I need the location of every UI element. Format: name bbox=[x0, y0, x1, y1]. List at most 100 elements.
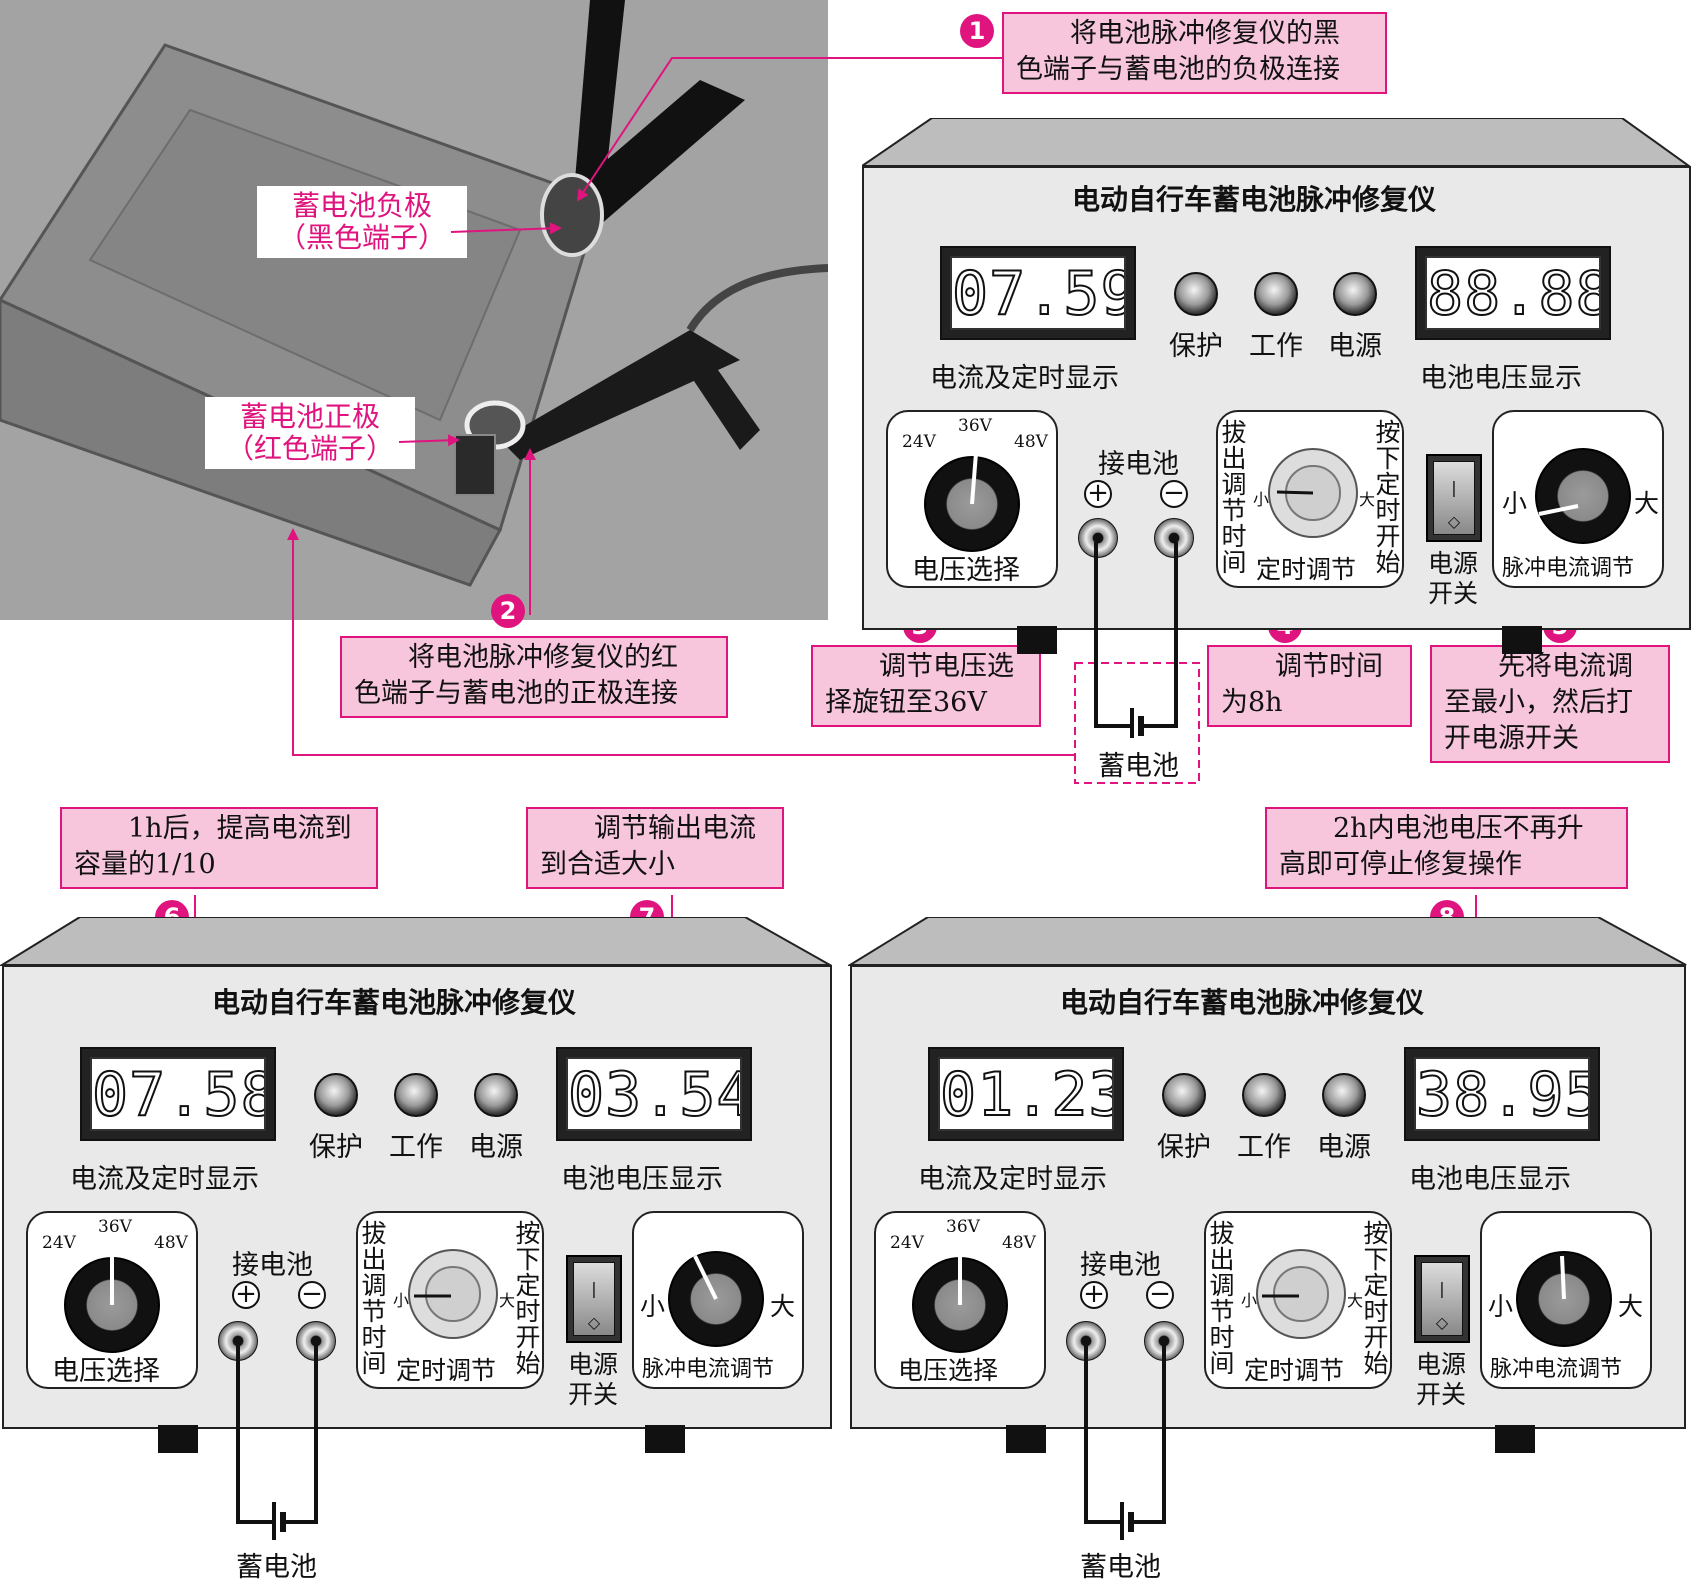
current-display: 07.58 bbox=[80, 1047, 276, 1141]
device-foot bbox=[1502, 626, 1542, 654]
pulse-current-label: 脉冲电流调节 bbox=[1490, 1357, 1623, 1382]
voltage-24v-label: 24V bbox=[42, 1233, 76, 1253]
timer-big-label: 大 bbox=[1359, 490, 1376, 509]
timer-pull-label: 拔出调节时间 bbox=[1209, 1219, 1235, 1378]
positive-terminal-jack[interactable] bbox=[218, 1321, 258, 1361]
current-display-value: 01.23 bbox=[938, 1057, 1114, 1131]
step-7-line1: 调节输出电流 bbox=[594, 813, 756, 844]
protect-lamp-label: 保护 bbox=[1169, 331, 1223, 362]
step-4-callout: 调节时间 为8h bbox=[1207, 645, 1412, 727]
timer-pull-label: 拔出调节时间 bbox=[1221, 418, 1247, 577]
work-lamp bbox=[394, 1073, 438, 1117]
step-5-line3: 开电源开关 bbox=[1444, 723, 1579, 754]
step-5-line2: 至最小，然后打 bbox=[1444, 687, 1633, 718]
device-foot bbox=[158, 1425, 198, 1453]
battery-label: 蓄电池 bbox=[1098, 751, 1179, 782]
negative-symbol: − bbox=[1160, 480, 1188, 508]
step-8-line1: 2h内电池电压不再升 bbox=[1333, 813, 1584, 844]
step-2-callout: 将电池脉冲修复仪的红 色端子与蓄电池的正极连接 bbox=[340, 636, 728, 718]
protect-lamp-label: 保护 bbox=[309, 1132, 363, 1163]
timer-knob[interactable] bbox=[408, 1249, 498, 1339]
current-display-label: 电流及定时显示 bbox=[918, 1164, 1107, 1195]
step-3-line2: 择旋钮至36V bbox=[825, 687, 987, 718]
step-6-line1: 1h后，提高电流到 bbox=[128, 813, 352, 844]
power-switch-label-1: 电源 bbox=[1416, 1350, 1467, 1379]
voltage-select-label: 电压选择 bbox=[52, 1356, 160, 1387]
timer-label: 定时调节 bbox=[1256, 555, 1357, 584]
power-lamp bbox=[474, 1073, 518, 1117]
step-2-line1: 将电池脉冲修复仪的红 bbox=[408, 642, 678, 673]
protect-lamp-label: 保护 bbox=[1157, 1132, 1211, 1163]
timer-knob[interactable] bbox=[1256, 1249, 1346, 1339]
step-4-line2: 为8h bbox=[1221, 687, 1283, 718]
power-switch[interactable]: |◇ bbox=[1414, 1255, 1470, 1343]
pulse-current-knob[interactable] bbox=[1535, 448, 1631, 544]
work-lamp-label: 工作 bbox=[389, 1132, 443, 1163]
battery-label: 蓄电池 bbox=[236, 1552, 317, 1583]
voltage-display-value: 38.95 bbox=[1414, 1057, 1590, 1131]
timer-label: 定时调节 bbox=[396, 1356, 497, 1385]
pulse-big-label: 大 bbox=[770, 1292, 796, 1321]
device-title: 电动自行车蓄电池脉冲修复仪 bbox=[212, 986, 577, 1019]
negative-terminal-label: 蓄电池负极 （黑色端子） bbox=[257, 186, 467, 258]
pulse-repairer-device-1: 电动自行车蓄电池脉冲修复仪 07.59 电流及定时显示 保护 工作 电源 88.… bbox=[862, 118, 1691, 658]
voltage-36v-label: 36V bbox=[946, 1217, 980, 1237]
voltage-select-label: 电压选择 bbox=[898, 1356, 999, 1385]
protect-lamp bbox=[314, 1073, 358, 1117]
work-lamp bbox=[1254, 272, 1298, 316]
pulse-current-panel bbox=[1480, 1211, 1652, 1389]
step-2-badge: 2 bbox=[491, 594, 525, 628]
timer-small-label: 小 bbox=[1241, 1291, 1258, 1310]
step-1-line1: 将电池脉冲修复仪的黑 bbox=[1070, 18, 1340, 49]
battery-wiring-3 bbox=[1084, 1344, 1166, 1540]
pulse-current-label: 脉冲电流调节 bbox=[642, 1357, 775, 1382]
voltage-36v-label: 36V bbox=[98, 1217, 132, 1237]
power-switch[interactable]: |◇ bbox=[1426, 454, 1482, 542]
voltage-display-label: 电池电压显示 bbox=[1420, 363, 1582, 394]
timer-push-label: 按下定时开始 bbox=[1363, 1219, 1389, 1378]
voltage-select-knob[interactable] bbox=[924, 456, 1020, 552]
device-foot bbox=[1017, 626, 1057, 654]
device-foot bbox=[1006, 1425, 1046, 1453]
timer-small-label: 小 bbox=[1253, 490, 1270, 509]
step-7-callout: 调节输出电流 到合适大小 bbox=[526, 807, 784, 889]
voltage-36v-label: 36V bbox=[958, 416, 992, 436]
positive-symbol: + bbox=[1080, 1281, 1108, 1309]
pulse-current-label: 脉冲电流调节 bbox=[1502, 556, 1635, 581]
power-switch-label-2: 开关 bbox=[1416, 1380, 1467, 1409]
step-3-callout: 调节电压选 择旋钮至36V bbox=[811, 645, 1041, 727]
timer-big-label: 大 bbox=[1347, 1291, 1364, 1310]
voltage-display-label: 电池电压显示 bbox=[561, 1164, 723, 1195]
connect-battery-label: 接电池 bbox=[1098, 449, 1179, 480]
connect-battery-label: 接电池 bbox=[1080, 1250, 1161, 1281]
voltage-display-label: 电池电压显示 bbox=[1409, 1164, 1571, 1195]
battery-wiring-2 bbox=[236, 1344, 318, 1540]
connect-battery-label: 接电池 bbox=[232, 1250, 313, 1281]
voltage-48v-label: 48V bbox=[154, 1233, 188, 1253]
positive-terminal-label: 蓄电池正极 （红色端子） bbox=[205, 397, 415, 469]
negative-symbol: − bbox=[1146, 1281, 1174, 1309]
step-3-line1: 调节电压选 bbox=[879, 651, 1014, 682]
pulse-small-label: 小 bbox=[1488, 1292, 1514, 1321]
step-6-callout: 1h后，提高电流到 容量的1/10 bbox=[60, 807, 378, 889]
pulse-repairer-device-2: 电动自行车蓄电池脉冲修复仪 07.58 电流及定时显示 保护 工作 电源 03.… bbox=[0, 917, 832, 1457]
timer-push-label: 按下定时开始 bbox=[515, 1219, 541, 1378]
power-switch-label-1: 电源 bbox=[1428, 549, 1479, 578]
voltage-48v-label: 48V bbox=[1002, 1233, 1036, 1253]
pulse-big-label: 大 bbox=[1634, 489, 1660, 518]
protect-lamp bbox=[1174, 272, 1218, 316]
power-lamp bbox=[1333, 272, 1377, 316]
step-4-line1: 调节时间 bbox=[1275, 651, 1383, 682]
power-lamp bbox=[1322, 1073, 1366, 1117]
voltage-display-value: 03.54 bbox=[566, 1057, 742, 1131]
current-display: 01.23 bbox=[928, 1047, 1124, 1141]
voltage-display: 88.88 bbox=[1415, 246, 1611, 340]
step-1-badge: 1 bbox=[960, 14, 994, 48]
power-switch[interactable]: |◇ bbox=[566, 1255, 622, 1343]
step-5-callout: 先将电流调 至最小，然后打 开电源开关 bbox=[1430, 645, 1670, 763]
power-switch-label-2: 开关 bbox=[568, 1380, 619, 1409]
voltage-24v-label: 24V bbox=[902, 432, 936, 452]
device-foot bbox=[645, 1425, 685, 1453]
positive-symbol: + bbox=[1084, 480, 1112, 508]
timer-small-label: 小 bbox=[393, 1291, 410, 1310]
